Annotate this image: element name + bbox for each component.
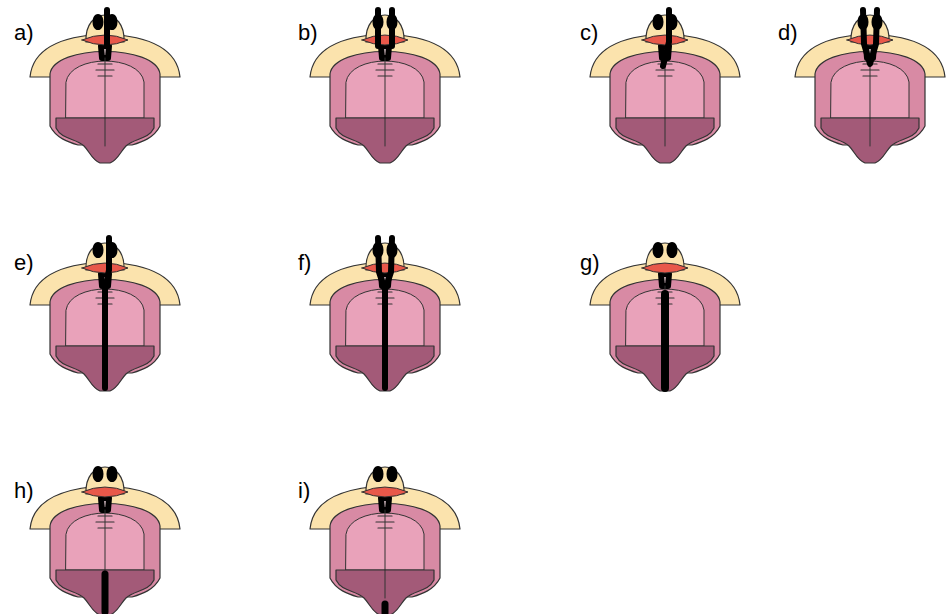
figure-c bbox=[590, 10, 740, 163]
figure-letter: h) bbox=[14, 480, 34, 502]
figure-letter: c) bbox=[580, 22, 598, 44]
figure-letter: e) bbox=[14, 252, 34, 274]
figure-i bbox=[310, 467, 460, 614]
figure-letter: g) bbox=[580, 252, 600, 274]
figure-d bbox=[795, 10, 945, 163]
figure-letter: i) bbox=[298, 480, 310, 502]
figure-h bbox=[30, 467, 180, 614]
figure-letter: b) bbox=[298, 22, 318, 44]
figure-b bbox=[310, 10, 460, 163]
figure-letter: f) bbox=[298, 252, 311, 274]
figure-a bbox=[30, 10, 180, 163]
figure-letter: d) bbox=[778, 22, 798, 44]
figure-letter: a) bbox=[14, 22, 34, 44]
figure-f bbox=[310, 238, 460, 391]
figure-e bbox=[30, 238, 180, 391]
figure-g bbox=[590, 243, 740, 391]
